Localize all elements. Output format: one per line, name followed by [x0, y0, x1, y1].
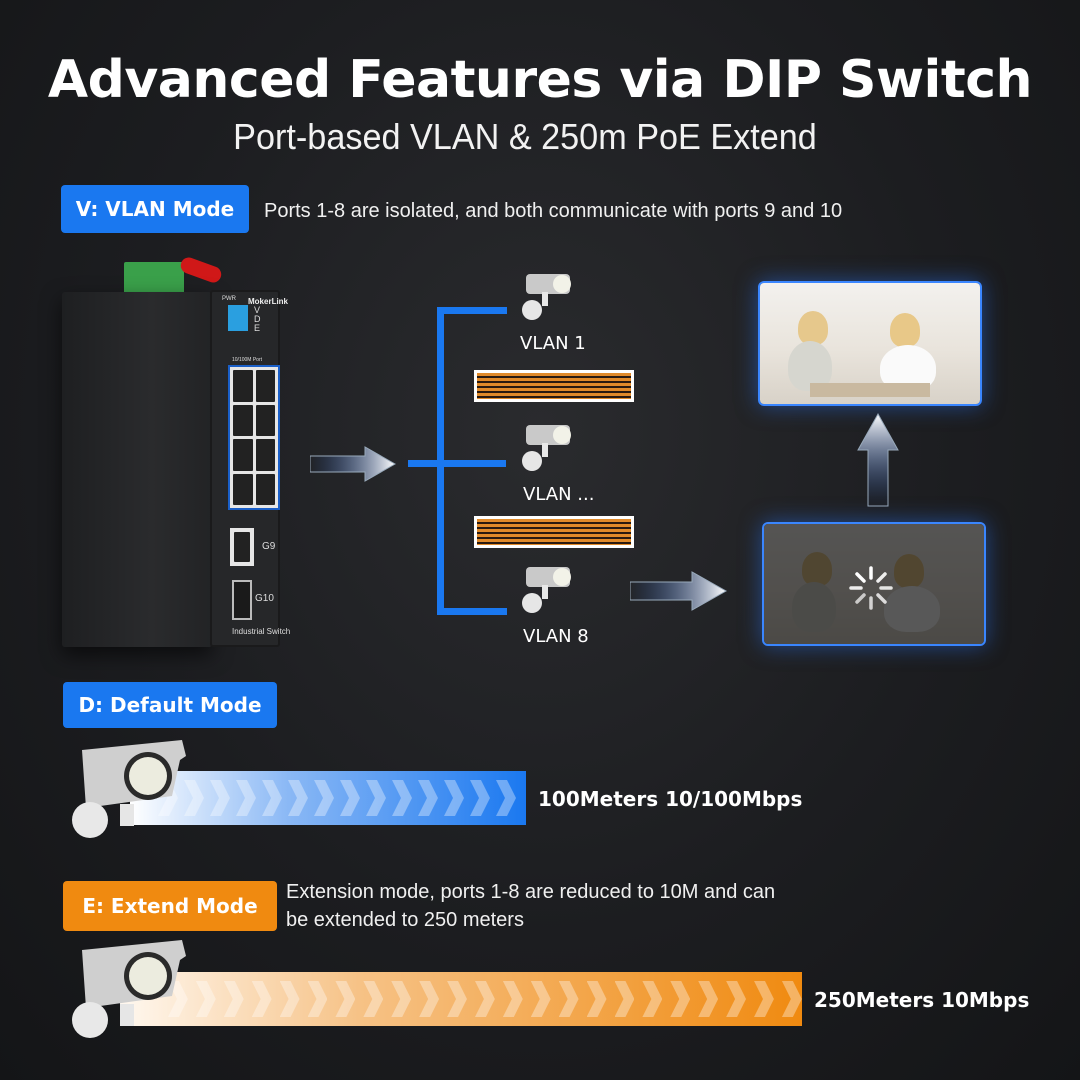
pwr-label: PWR [222, 296, 236, 302]
vlan-branch-mid [408, 460, 506, 467]
security-camera-icon [72, 740, 186, 838]
port-8 [255, 473, 275, 505]
extend-mode-description-line1: Extension mode, ports 1-8 are reduced to… [286, 881, 776, 903]
security-camera-icon [522, 274, 571, 320]
power-terminal-block [124, 262, 184, 296]
port-3 [233, 404, 253, 436]
clear-video-feed [758, 281, 982, 406]
security-camera-icon [522, 425, 571, 471]
switch-side-panel [62, 292, 212, 647]
port-group-label: 10/100M Port [232, 357, 263, 363]
vlan-1-label: VLAN 1 [520, 333, 586, 354]
g9-label: G9 [262, 541, 276, 552]
dip-label-d: D [254, 314, 261, 324]
arrow-up-icon [857, 412, 899, 507]
red-connector [178, 255, 224, 285]
extend-mode-description-line2: be extended to 250 meters [286, 909, 524, 931]
vlan-mode-badge: V: VLAN Mode [61, 185, 249, 233]
brand-label: MokerLink [248, 297, 289, 306]
vlan-8-label: VLAN 8 [523, 626, 589, 647]
industrial-switch-label: Industrial Switch [232, 627, 291, 636]
vlan-mid-label: VLAN ... [523, 484, 595, 505]
default-range-bar [130, 771, 526, 825]
extend-range-bar [120, 972, 802, 1026]
default-mode-badge: D: Default Mode [63, 682, 277, 728]
port-g10-sfp [232, 580, 252, 620]
arrow-right-icon [630, 571, 728, 611]
video-scene [760, 283, 980, 404]
ethernet-ports-1-8 [228, 365, 280, 510]
dip-switch[interactable] [228, 305, 248, 331]
port-6 [255, 439, 275, 471]
port-g9 [230, 528, 254, 566]
port-5 [233, 439, 253, 471]
extend-speed-label: 250Meters 10Mbps [814, 988, 1030, 1012]
dip-label-v: V [254, 305, 261, 315]
loading-video-feed [762, 522, 986, 646]
dip-label-e: E [254, 323, 261, 333]
extend-mode-badge: E: Extend Mode [63, 881, 277, 931]
page-title: Advanced Features via DIP Switch [47, 50, 1033, 110]
vlan-mode-description: Ports 1-8 are isolated, and both communi… [264, 200, 843, 222]
cable-block-icon [474, 370, 634, 402]
loading-spinner-icon [849, 566, 893, 610]
default-speed-label: 100Meters 10/100Mbps [538, 787, 803, 811]
vlan-branch-1 [437, 307, 507, 314]
port-2 [255, 370, 275, 402]
cable-block-icon [474, 516, 634, 548]
arrow-right-icon [310, 446, 397, 482]
security-camera-icon [72, 940, 186, 1038]
g10-label: G10 [255, 593, 274, 604]
page-subtitle: Port-based VLAN & 250m PoE Extend [233, 116, 817, 157]
port-1 [233, 370, 253, 402]
port-4 [255, 404, 275, 436]
security-camera-icon [522, 567, 571, 613]
port-7 [233, 473, 253, 505]
vlan-branch-8 [437, 608, 507, 615]
video-scene-dark [764, 524, 984, 644]
